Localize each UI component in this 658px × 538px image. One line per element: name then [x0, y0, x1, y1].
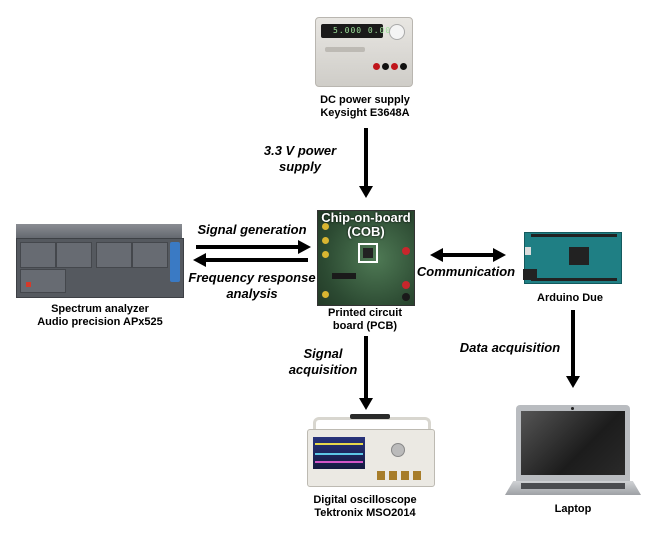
- edge-label-power-line1: 3.3 V power: [263, 143, 337, 158]
- spectrum-analyzer-label-line2: Audio precision APx525: [37, 316, 163, 328]
- spectrum-analyzer-label-line1: Spectrum analyzer: [51, 303, 149, 315]
- edge-label-power: 3.3 V power supply: [250, 143, 350, 175]
- cob-overlay-label: Chip-on-board (COB): [318, 211, 414, 239]
- edge-label-signal-acquisition: Signal acquisition: [283, 346, 363, 378]
- oscilloscope-label-line2: Tektronix MSO2014: [314, 507, 416, 519]
- power-supply-display: 5.000 0.000A: [333, 26, 403, 35]
- edge-label-communication: Communication: [414, 264, 518, 280]
- edge-label-signal-generation-line1: Signal generation: [197, 222, 307, 237]
- edge-label-data-acquisition-line1: Data acquisition: [459, 340, 561, 355]
- laptop-label: Laptop: [523, 503, 623, 516]
- edge-label-frequency-response-line1: Frequency response: [188, 270, 316, 285]
- cob-highlight-box: [358, 243, 378, 263]
- oscilloscope-label: Digital oscilloscope Tektronix MSO2014: [295, 494, 435, 520]
- arrow-signal-generation: [196, 240, 311, 254]
- spectrum-analyzer-label: Spectrum analyzer Audio precision APx525: [10, 303, 190, 329]
- edge-label-signal-acquisition-line1: Signal: [303, 346, 343, 361]
- arrow-data-acquisition: [566, 310, 580, 388]
- oscilloscope-image: [305, 413, 435, 489]
- pcb-label: Printed circuit board (PCB): [310, 307, 420, 333]
- laptop-label-line1: Laptop: [554, 503, 592, 515]
- edge-label-frequency-response: Frequency response analysis: [182, 270, 322, 302]
- power-supply-label-line2: Keysight E3648A: [320, 107, 410, 119]
- edge-label-power-line2: supply: [279, 159, 321, 174]
- arduino-label-line1: Arduino Due: [537, 292, 603, 304]
- oscilloscope-label-line1: Digital oscilloscope: [313, 494, 417, 506]
- arrow-signal-acquisition: [359, 336, 373, 410]
- cob-overlay-line2: (COB): [347, 224, 385, 239]
- arrow-frequency-response: [193, 253, 308, 267]
- pcb-image: Chip-on-board (COB): [317, 210, 415, 306]
- power-supply-image: 5.000 0.000A: [315, 17, 413, 89]
- edge-label-communication-line1: Communication: [416, 264, 516, 279]
- power-supply-label-line1: DC power supply: [320, 94, 410, 106]
- arrow-communication: [430, 248, 506, 262]
- spectrum-analyzer-image: [16, 224, 184, 298]
- arrow-power-to-pcb: [359, 128, 373, 198]
- pcb-label-line2: board (PCB): [332, 320, 398, 332]
- laptop-image: [505, 405, 641, 501]
- arduino-image: [523, 232, 622, 284]
- edge-label-signal-generation: Signal generation: [192, 222, 312, 238]
- edge-label-signal-acquisition-line2: acquisition: [288, 362, 358, 377]
- power-supply-label: DC power supply Keysight E3648A: [300, 94, 430, 120]
- edge-label-frequency-response-line2: analysis: [226, 286, 278, 301]
- cob-overlay-line1: Chip-on-board: [321, 210, 411, 225]
- edge-label-data-acquisition: Data acquisition: [455, 340, 565, 356]
- pcb-label-line1: Printed circuit: [328, 307, 402, 319]
- arduino-label: Arduino Due: [520, 292, 620, 305]
